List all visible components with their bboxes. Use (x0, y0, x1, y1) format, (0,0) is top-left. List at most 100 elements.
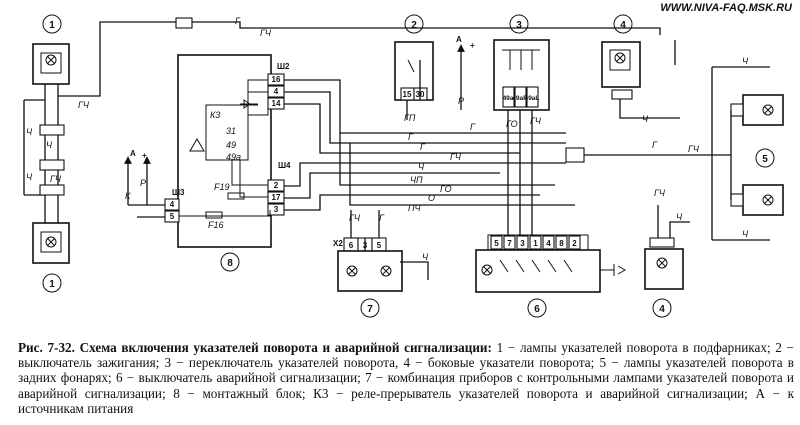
hazard-pin-box (542, 235, 555, 250)
connector-sh4: Ш4 (278, 161, 291, 170)
wire-label-o: О (428, 193, 435, 203)
wire-label-gch: ГЧ (530, 116, 542, 126)
pin-49a: 49a (503, 95, 514, 102)
lamp-icon (614, 52, 626, 64)
pin-4: 4 (274, 87, 279, 96)
wire-label-g: Г (420, 142, 426, 152)
wire-label-chp: ЧП (410, 175, 423, 185)
left-supply: А + Р К (124, 149, 165, 218)
pin-49aL: 49aL (525, 95, 540, 102)
relay-pin-49a: 49a (226, 152, 241, 162)
wire-label-ch: Ч (742, 56, 749, 66)
pin-5-sh3: 5 (170, 212, 175, 221)
wire-label-go: ГО (440, 184, 452, 194)
wire-label-g: Г (235, 16, 241, 26)
wire-label-gch: ГЧ (349, 213, 361, 223)
pin-2: 2 (274, 181, 279, 190)
indicator-lamp-icon (481, 264, 493, 276)
wire-label-r: Р (458, 96, 464, 106)
hazard-pin-3: 3 (520, 239, 525, 248)
front-lamp-bottom: 1 (32, 222, 70, 293)
component-number-5: 5 (762, 154, 768, 165)
wire-label-ch: Ч (422, 252, 429, 262)
wire-label-gch: ГЧ (50, 174, 62, 184)
pin-16: 16 (272, 75, 281, 84)
hazard-pin-box (503, 235, 516, 250)
component-number-4-bottom: 4 (659, 304, 665, 315)
wire-label-gch: ГЧ (260, 28, 272, 38)
wire-label-ch: Ч (742, 229, 749, 239)
fuse-f19 (227, 192, 245, 200)
hazard-pin-box (555, 235, 568, 250)
lamp-icon (45, 54, 57, 66)
bus-wires: Г Г Г ГЧ Ч ЧП ГО О ПЧ (284, 79, 732, 235)
lamp-icon (656, 257, 668, 269)
pin-15: 15 (403, 90, 412, 99)
hazard-pin-box (516, 235, 529, 250)
indicator-lamp-icon (380, 265, 392, 277)
hazard-pin-box (490, 235, 503, 250)
hazard-pin-box (568, 235, 581, 250)
wire-label-ch: Ч (676, 212, 683, 222)
caption-title: Рис. 7-32. Схема включения указателей по… (18, 340, 492, 355)
relay-k3 (205, 104, 249, 161)
wire-label-k: К (125, 191, 131, 201)
hazard-pin-7: 7 (507, 239, 512, 248)
site-watermark: WWW.NIVA-FAQ.MSK.RU (660, 2, 792, 14)
figure-caption: Рис. 7-32. Схема включения указателей по… (18, 340, 794, 416)
ignition-switch: 2 15 30 ГП А + Р (394, 14, 475, 123)
fuse-f19-label: F19 (214, 182, 230, 192)
pin-5: 5 (377, 241, 382, 250)
fuse-f16-label: F16 (208, 220, 224, 230)
connector-sh2: Ш2 (277, 62, 290, 71)
wire-label-go: ГО (506, 119, 518, 129)
front-lamp-top: 1 (32, 14, 70, 85)
hazard-pin-5: 5 (494, 239, 499, 248)
lamp-icon (762, 104, 774, 116)
connector-sh3: Ш3 (172, 188, 185, 197)
component-number-4-top: 4 (620, 20, 626, 31)
component-number-3: 3 (516, 20, 522, 31)
component-number-1-top: 1 (49, 20, 55, 31)
fuse-f16 (205, 211, 223, 219)
wire-label-gch: ГЧ (78, 100, 90, 110)
wire-label-ch: Ч (642, 114, 649, 124)
hazard-pin-8: 8 (559, 239, 564, 248)
pin-4-sh3: 4 (170, 200, 175, 209)
component-number-6: 6 (534, 304, 540, 315)
component-number-8: 8 (227, 258, 233, 269)
connector-x2: Х2 (333, 239, 343, 248)
wire-label-pch: ПЧ (408, 203, 422, 213)
pin-6: 6 (349, 241, 354, 250)
wire-label-ch: Ч (418, 162, 425, 172)
supply-label-plus: + (470, 41, 475, 50)
side-indicator-bottom: 4 ГЧ Ч (644, 188, 690, 318)
wire-label-g: Г (652, 140, 658, 150)
component-number-2: 2 (411, 20, 417, 31)
wire-label-gp: ГП (404, 113, 416, 123)
hazard-pin-2: 2 (572, 239, 577, 248)
turn-signal-switch: 3 49a 49aR 49aL ГО ГЧ (493, 14, 550, 129)
branch-connector (565, 147, 585, 163)
wire-label-gch: ГЧ (450, 152, 462, 162)
wire-label-g: Г (470, 122, 476, 132)
supply-label-a: А (456, 35, 462, 44)
wire-label-ch: Ч (46, 140, 53, 150)
pin-17: 17 (272, 193, 281, 202)
wire-label-p: Р (140, 178, 146, 188)
mounting-block: 8 Ш2 16 4 14 Ш4 2 17 3 Ш3 4 5 К3 31 49 4… (164, 54, 291, 272)
lamp-icon (45, 236, 57, 248)
wire-label-gch: ГЧ (688, 144, 700, 154)
hazard-pin-4: 4 (546, 239, 551, 248)
wire-label-ch: Ч (26, 127, 33, 137)
hazard-pin-1: 1 (533, 239, 538, 248)
supply-label-a: А (130, 149, 136, 158)
relay-label: К3 (210, 110, 220, 120)
pin-14: 14 (272, 99, 281, 108)
relay-pin-31: 31 (226, 126, 236, 136)
relay-pin-49: 49 (226, 140, 236, 150)
rear-lamps: 5 Ч Ч ГЧ Г (652, 56, 784, 241)
lamp-icon (762, 194, 774, 206)
side-indicator-top: 4 Ч (601, 14, 680, 124)
